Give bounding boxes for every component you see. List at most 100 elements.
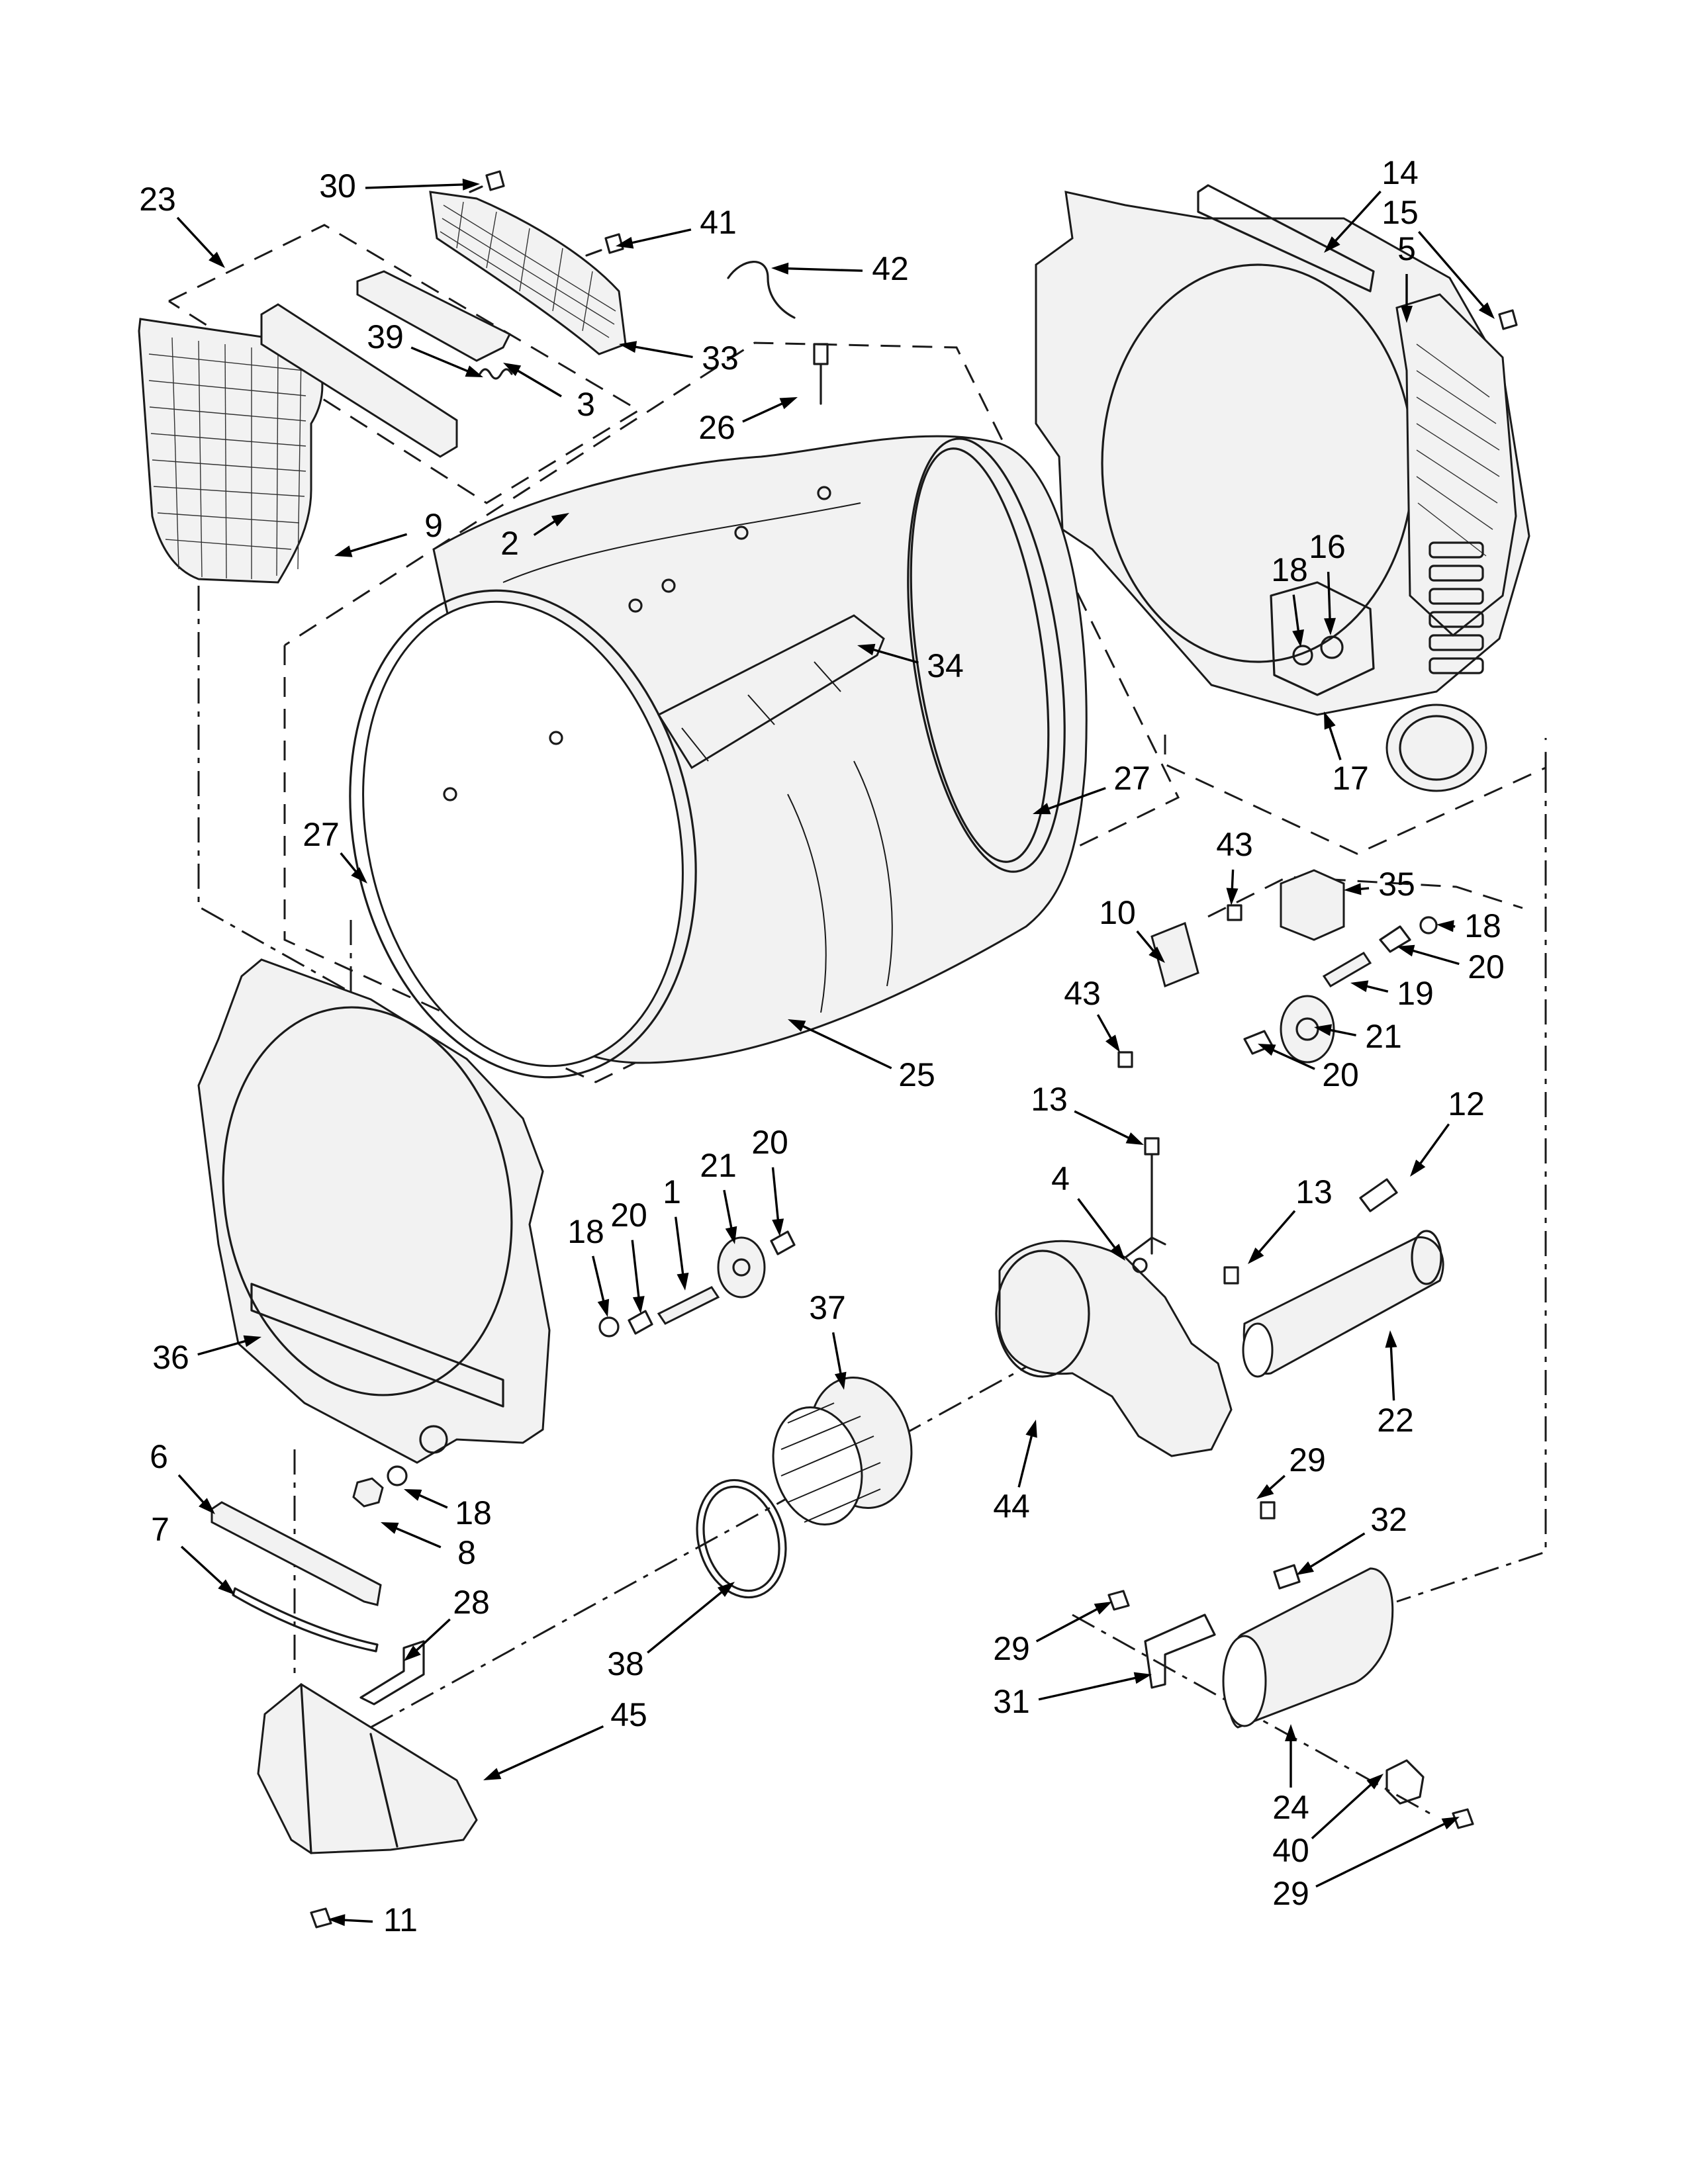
leader-c34: [869, 647, 919, 664]
callout-c21b: 21: [700, 1147, 737, 1184]
callout-c1: 1: [663, 1173, 681, 1210]
leader-c22: [1389, 1343, 1395, 1401]
leader-c16: [1327, 571, 1331, 623]
arrowhead-c2: [551, 513, 569, 527]
arrowhead-c19: [1350, 980, 1369, 992]
centerline-blower: [370, 1362, 1033, 1729]
leader-c23: [176, 216, 216, 260]
screw-13-upper: [1144, 1137, 1160, 1255]
screw-43-upper: [1227, 904, 1243, 921]
callout-c19: 19: [1397, 975, 1434, 1012]
callout-c21a: 21: [1365, 1018, 1402, 1055]
arrowhead-c10: [1149, 946, 1165, 963]
rear-bulkhead: [1035, 184, 1530, 792]
leader-c4: [1077, 1198, 1118, 1251]
callout-c41: 41: [700, 204, 737, 241]
arrowhead-c18d: [404, 1489, 422, 1501]
leader-c20b: [1269, 1048, 1315, 1070]
motor-bracket-31: [1144, 1614, 1216, 1689]
arrowhead-c20d: [632, 1296, 645, 1314]
arrowhead-c23: [209, 251, 225, 268]
arrowhead-c36: [243, 1335, 261, 1347]
callout-c33: 33: [702, 340, 739, 377]
leader-c21b: [723, 1189, 733, 1232]
leader-c25: [799, 1023, 892, 1069]
arrowhead-c44: [1025, 1420, 1037, 1438]
blower-seal-38: [696, 1479, 787, 1599]
callout-leaders: [176, 178, 1495, 1927]
spring-39: [479, 368, 513, 380]
callout-c20b: 20: [1322, 1056, 1359, 1093]
leader-c32: [1307, 1532, 1366, 1570]
leader-c20a: [1409, 948, 1460, 966]
arrowhead-c4: [1109, 1244, 1125, 1261]
roller-21: [717, 1236, 766, 1298]
arrowhead-c34: [857, 643, 876, 656]
arrowhead-c43a: [1226, 887, 1239, 905]
leader-c26: [742, 401, 786, 423]
idler-bracket-35: [1280, 869, 1345, 941]
leader-c21a: [1327, 1028, 1356, 1036]
lint-filter-mesh: [148, 337, 306, 579]
screw-29-top: [1260, 1501, 1276, 1520]
leader-c6: [177, 1474, 207, 1506]
leader-c29c: [1315, 1821, 1448, 1888]
callout-c28: 28: [453, 1584, 490, 1621]
callout-c29c: 29: [1272, 1875, 1309, 1912]
callout-c4: 4: [1051, 1160, 1070, 1197]
arrowhead-c5: [1401, 306, 1413, 323]
callout-c34: 34: [927, 647, 964, 684]
leader-c18c: [592, 1255, 606, 1305]
lint-screen-frame: [260, 303, 458, 458]
callout-c5: 5: [1397, 230, 1416, 267]
callout-c24: 24: [1272, 1789, 1309, 1826]
leader-c31: [1038, 1676, 1139, 1701]
arrowhead-c9: [334, 545, 353, 557]
rear-duct-grille: [1395, 293, 1517, 637]
rear-exhaust-collar: [1385, 704, 1487, 792]
bracket-28: [359, 1640, 425, 1706]
arrowhead-c6: [199, 1498, 215, 1514]
screw-11: [310, 1907, 332, 1929]
arrowhead-c16: [1324, 617, 1336, 635]
nut-8: [352, 1477, 384, 1508]
callout-c30: 30: [319, 167, 356, 205]
lower-duct-body: [257, 1683, 478, 1854]
callout-c13b: 13: [1295, 1173, 1333, 1210]
arrowhead-c41: [616, 236, 634, 249]
screw-43-lower: [1117, 1051, 1133, 1068]
lint-assembly-boundary: [168, 224, 641, 504]
callout-c12: 12: [1448, 1085, 1485, 1122]
rear-vent-louvers: [1429, 541, 1484, 674]
rear-brace-14: [1197, 184, 1375, 293]
lint-grill-mesh: [440, 201, 616, 338]
arrowhead-c37: [834, 1371, 847, 1390]
front-seal-parts: [211, 1501, 425, 1706]
wire-harness-42: [727, 261, 796, 319]
switch-40: [1385, 1759, 1425, 1805]
leader-c11: [340, 1919, 373, 1923]
leader-c40: [1311, 1781, 1374, 1840]
arrowhead-c42: [771, 262, 789, 275]
callout-c27a: 27: [1113, 760, 1150, 797]
felt-seal-7: [232, 1587, 379, 1653]
arrowhead-c18c: [597, 1298, 610, 1317]
blower-housing-mount: [1132, 1257, 1148, 1273]
blower-housing: [995, 1137, 1239, 1457]
callout-c37: 37: [809, 1289, 846, 1326]
callout-c45: 45: [610, 1696, 647, 1733]
callout-c29a: 29: [1289, 1441, 1326, 1479]
callout-c2: 2: [500, 525, 519, 562]
blower-housing-body: [998, 1240, 1233, 1457]
leader-c3: [514, 367, 562, 398]
arrowhead-c27a: [1033, 803, 1051, 815]
callout-c27b: 27: [303, 816, 340, 853]
bracket-10: [1150, 921, 1199, 988]
screw-15: [1498, 309, 1518, 330]
arrowhead-c12: [1410, 1160, 1426, 1177]
drum-front-opening: [362, 600, 684, 1068]
drum-assembly-boundary: [283, 341, 1180, 1083]
leader-c39: [410, 346, 471, 374]
